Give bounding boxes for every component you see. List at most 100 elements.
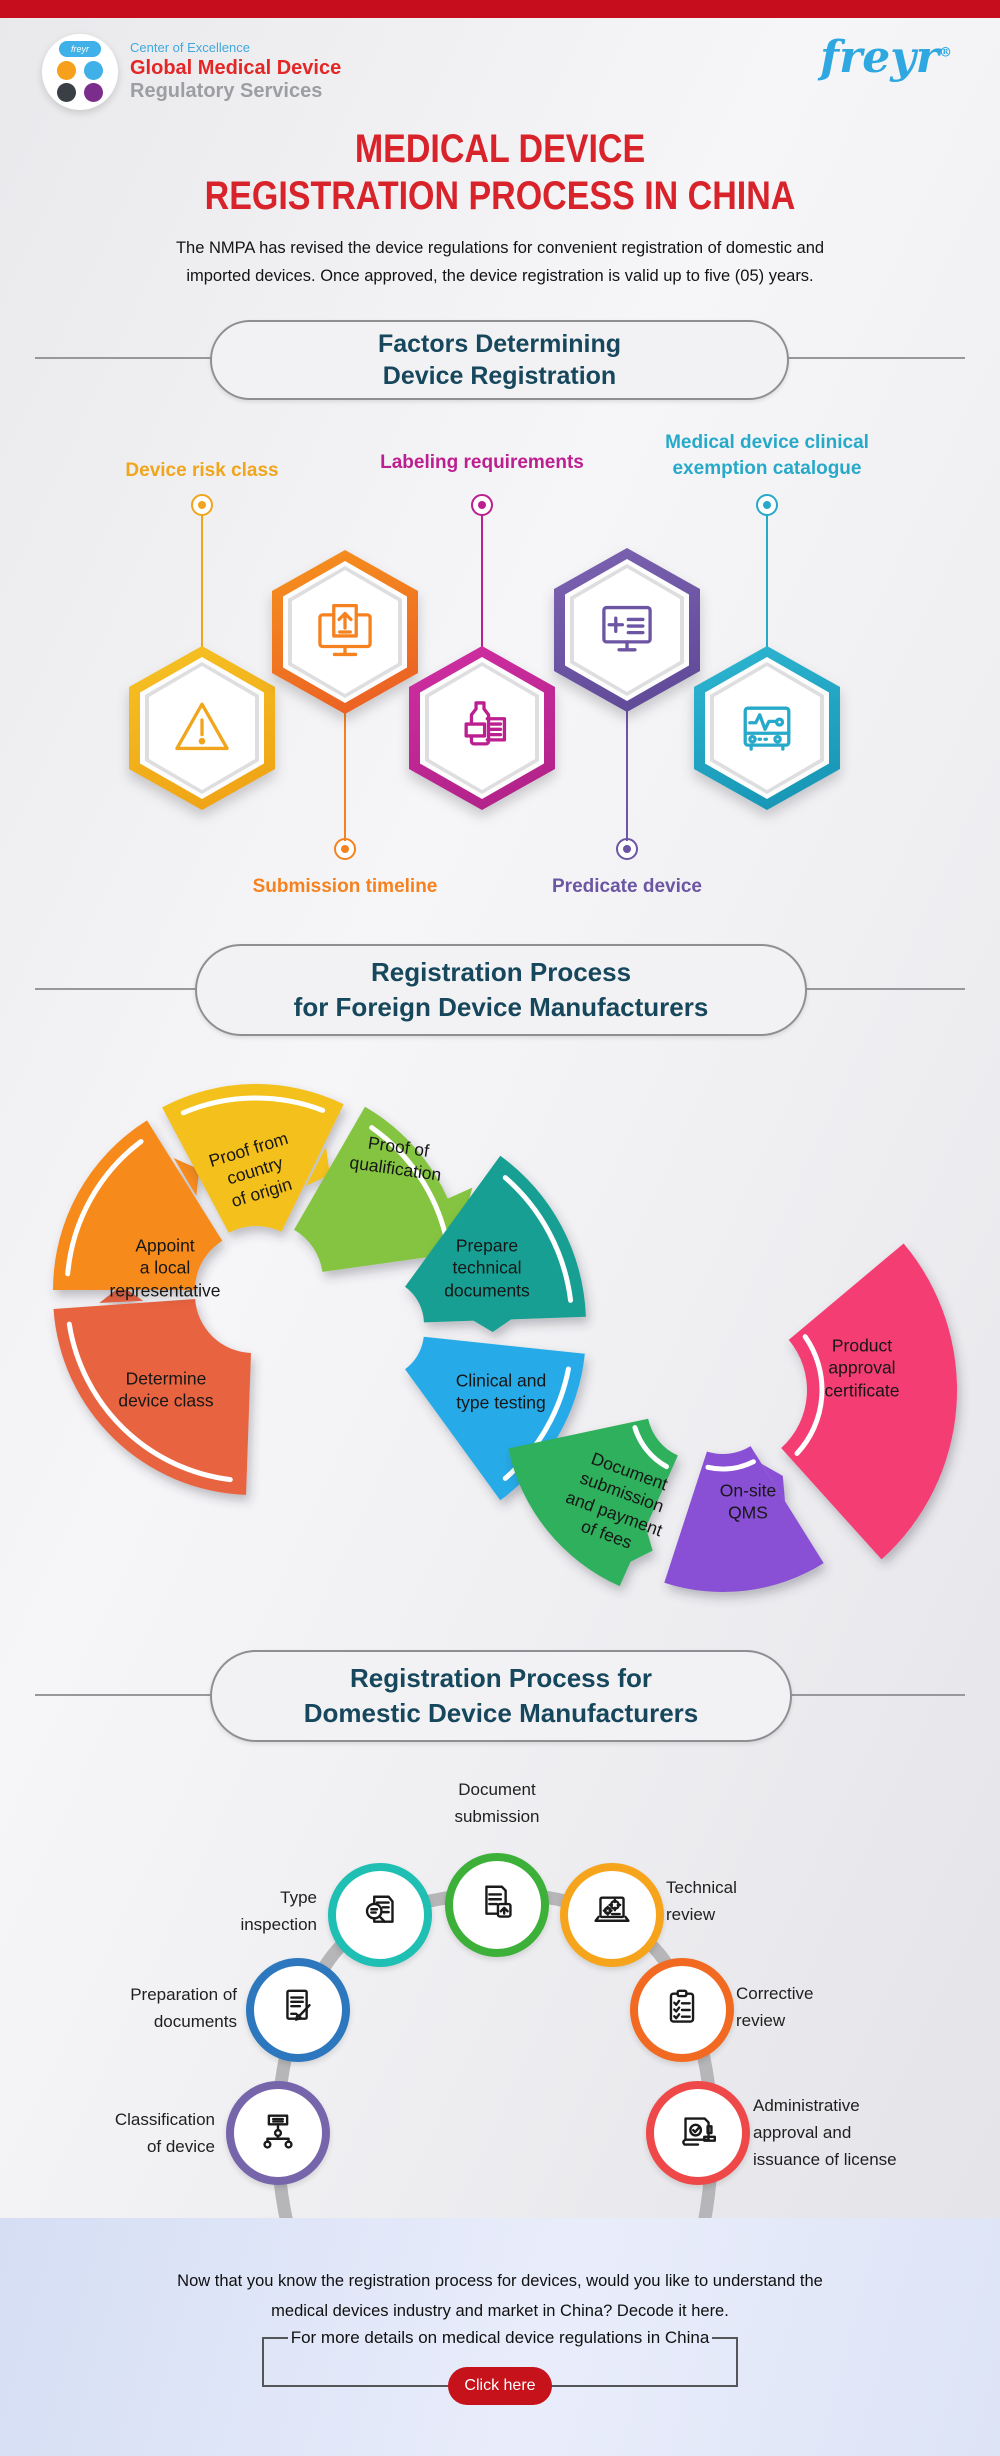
domestic-step-circle [246,1958,350,2062]
product-label-icon [464,701,507,746]
laptop-gears-icon [594,1896,630,1922]
intro-line1: The NMPA has revised the device regulati… [175,239,825,257]
section2-heading: Registration Process for Foreign Device … [195,944,807,1036]
foreign-step-segment [405,1155,586,1333]
cta-bracket-topright [712,2337,738,2339]
hierarchy-icon [263,2114,293,2149]
cta-bracket-right [736,2337,738,2387]
segment-inset-arc [66,1321,233,1483]
domestic-step-circle [560,1863,664,1967]
monitor-upload-icon [318,603,372,657]
factor-marker-icon [616,838,638,860]
doc-pen-icon [286,1989,311,2021]
page-title: MEDICAL DEVICE REGISTRATION PROCESS IN C… [75,126,925,220]
factor-connector-line [481,514,483,652]
foreign-step-arrow-icon [99,1285,144,1304]
domestic-step-circle [226,2081,330,2185]
footer-band: Now that you know the registration proce… [0,2218,1000,2456]
section3-heading-line2: Domestic Device Manufacturers [303,1698,699,1728]
coe-logo-freyr-pill: freyr [59,41,101,57]
center-of-excellence-label: Center of Excellence [130,40,250,55]
logo-circle-blue-icon [84,61,103,80]
factor-marker-icon [756,494,778,516]
page-title-line2: REGISTRATION PROCESS IN CHINA [204,174,796,218]
cta-bracket-topleft [262,2337,288,2339]
foreign-step-segment [162,1084,344,1233]
section2-heading-line1: Registration Process [370,956,632,987]
factor-connector-line [626,710,628,841]
top-red-bar [0,0,1000,18]
clipboard-check-icon [669,1989,695,2023]
segment-inset-arc [369,1125,449,1241]
registered-mark: ® [939,45,952,61]
foreign-step-arrow-icon [626,1524,653,1564]
section1-heading-line1: Factors Determining [377,329,622,358]
factor-marker-icon [471,494,493,516]
magnifier-doc-icon [365,1895,394,1923]
coe-logo: freyr [42,34,118,110]
segment-inset-arc [632,1425,670,1470]
foreign-step-segment [53,1120,223,1290]
factor-hexagon [694,646,840,810]
logo-circle-purple-icon [84,83,103,102]
logo-circle-orange-icon [57,61,76,80]
factor-label: Predicate device [552,876,702,897]
section3-heading-line1: Registration Process for [350,1662,652,1693]
foreign-step-segment [664,1446,824,1592]
foreign-step-arrow-icon [173,1157,200,1196]
factor-label: Submission timeline [252,876,438,897]
medical-monitor-icon [602,605,652,652]
domestic-step-circle [445,1853,549,1957]
domestic-step-circle [646,2081,750,2185]
factor-marker-icon [191,494,213,516]
domestic-step-circle [630,1958,734,2062]
logo-circle-dark-icon [57,83,76,102]
foreign-step-segment [781,1243,958,1560]
brand-line2: Regulatory Services [130,80,323,102]
segment-inset-arc [502,1175,574,1303]
section2-heading-line2: for Foreign Device Manufacturers [293,992,709,1022]
factor-hexagon [554,548,700,712]
intro-line2: imported devices. Once approved, the dev… [186,267,814,286]
factor-hexagon [272,550,418,714]
doc-upload-icon [485,1885,512,1918]
factor-marker-icon [334,838,356,860]
segment-inset-arc [705,1459,756,1472]
foreign-step-segment [53,1285,251,1495]
factor-label: Device risk class [125,460,279,481]
intro-text: The NMPA has revised the device regulati… [0,234,1000,290]
license-stamp-icon [682,2117,716,2146]
foreign-step-arrow-icon [470,1316,515,1333]
domestic-step-circle [328,1863,432,1967]
brand-line1: Global Medical Device [130,57,342,79]
foreign-step-arrow-icon [761,1463,786,1502]
factor-hexagon [409,646,555,810]
factor-hexagon [129,646,275,810]
factor-connector-line [344,712,346,841]
cta-bracket-left [262,2337,264,2387]
segment-inset-arc [65,1138,144,1277]
click-here-button[interactable]: Click here [448,2367,552,2405]
segment-inset-arc [794,1334,825,1456]
segment-inset-arc [180,1095,326,1116]
footer-prompt-line2: medical devices industry and market in C… [271,2302,729,2320]
section1-heading-line2: Device Registration [382,362,617,390]
footer-prompt-line1: Now that you know the registration proce… [177,2272,823,2290]
section1-heading: Factors Determining Device Registration [210,320,789,400]
foreign-step-arrow-icon [305,1146,330,1186]
cta-label: For more details on medical device regul… [290,2328,710,2347]
factor-connector-line [201,514,203,652]
